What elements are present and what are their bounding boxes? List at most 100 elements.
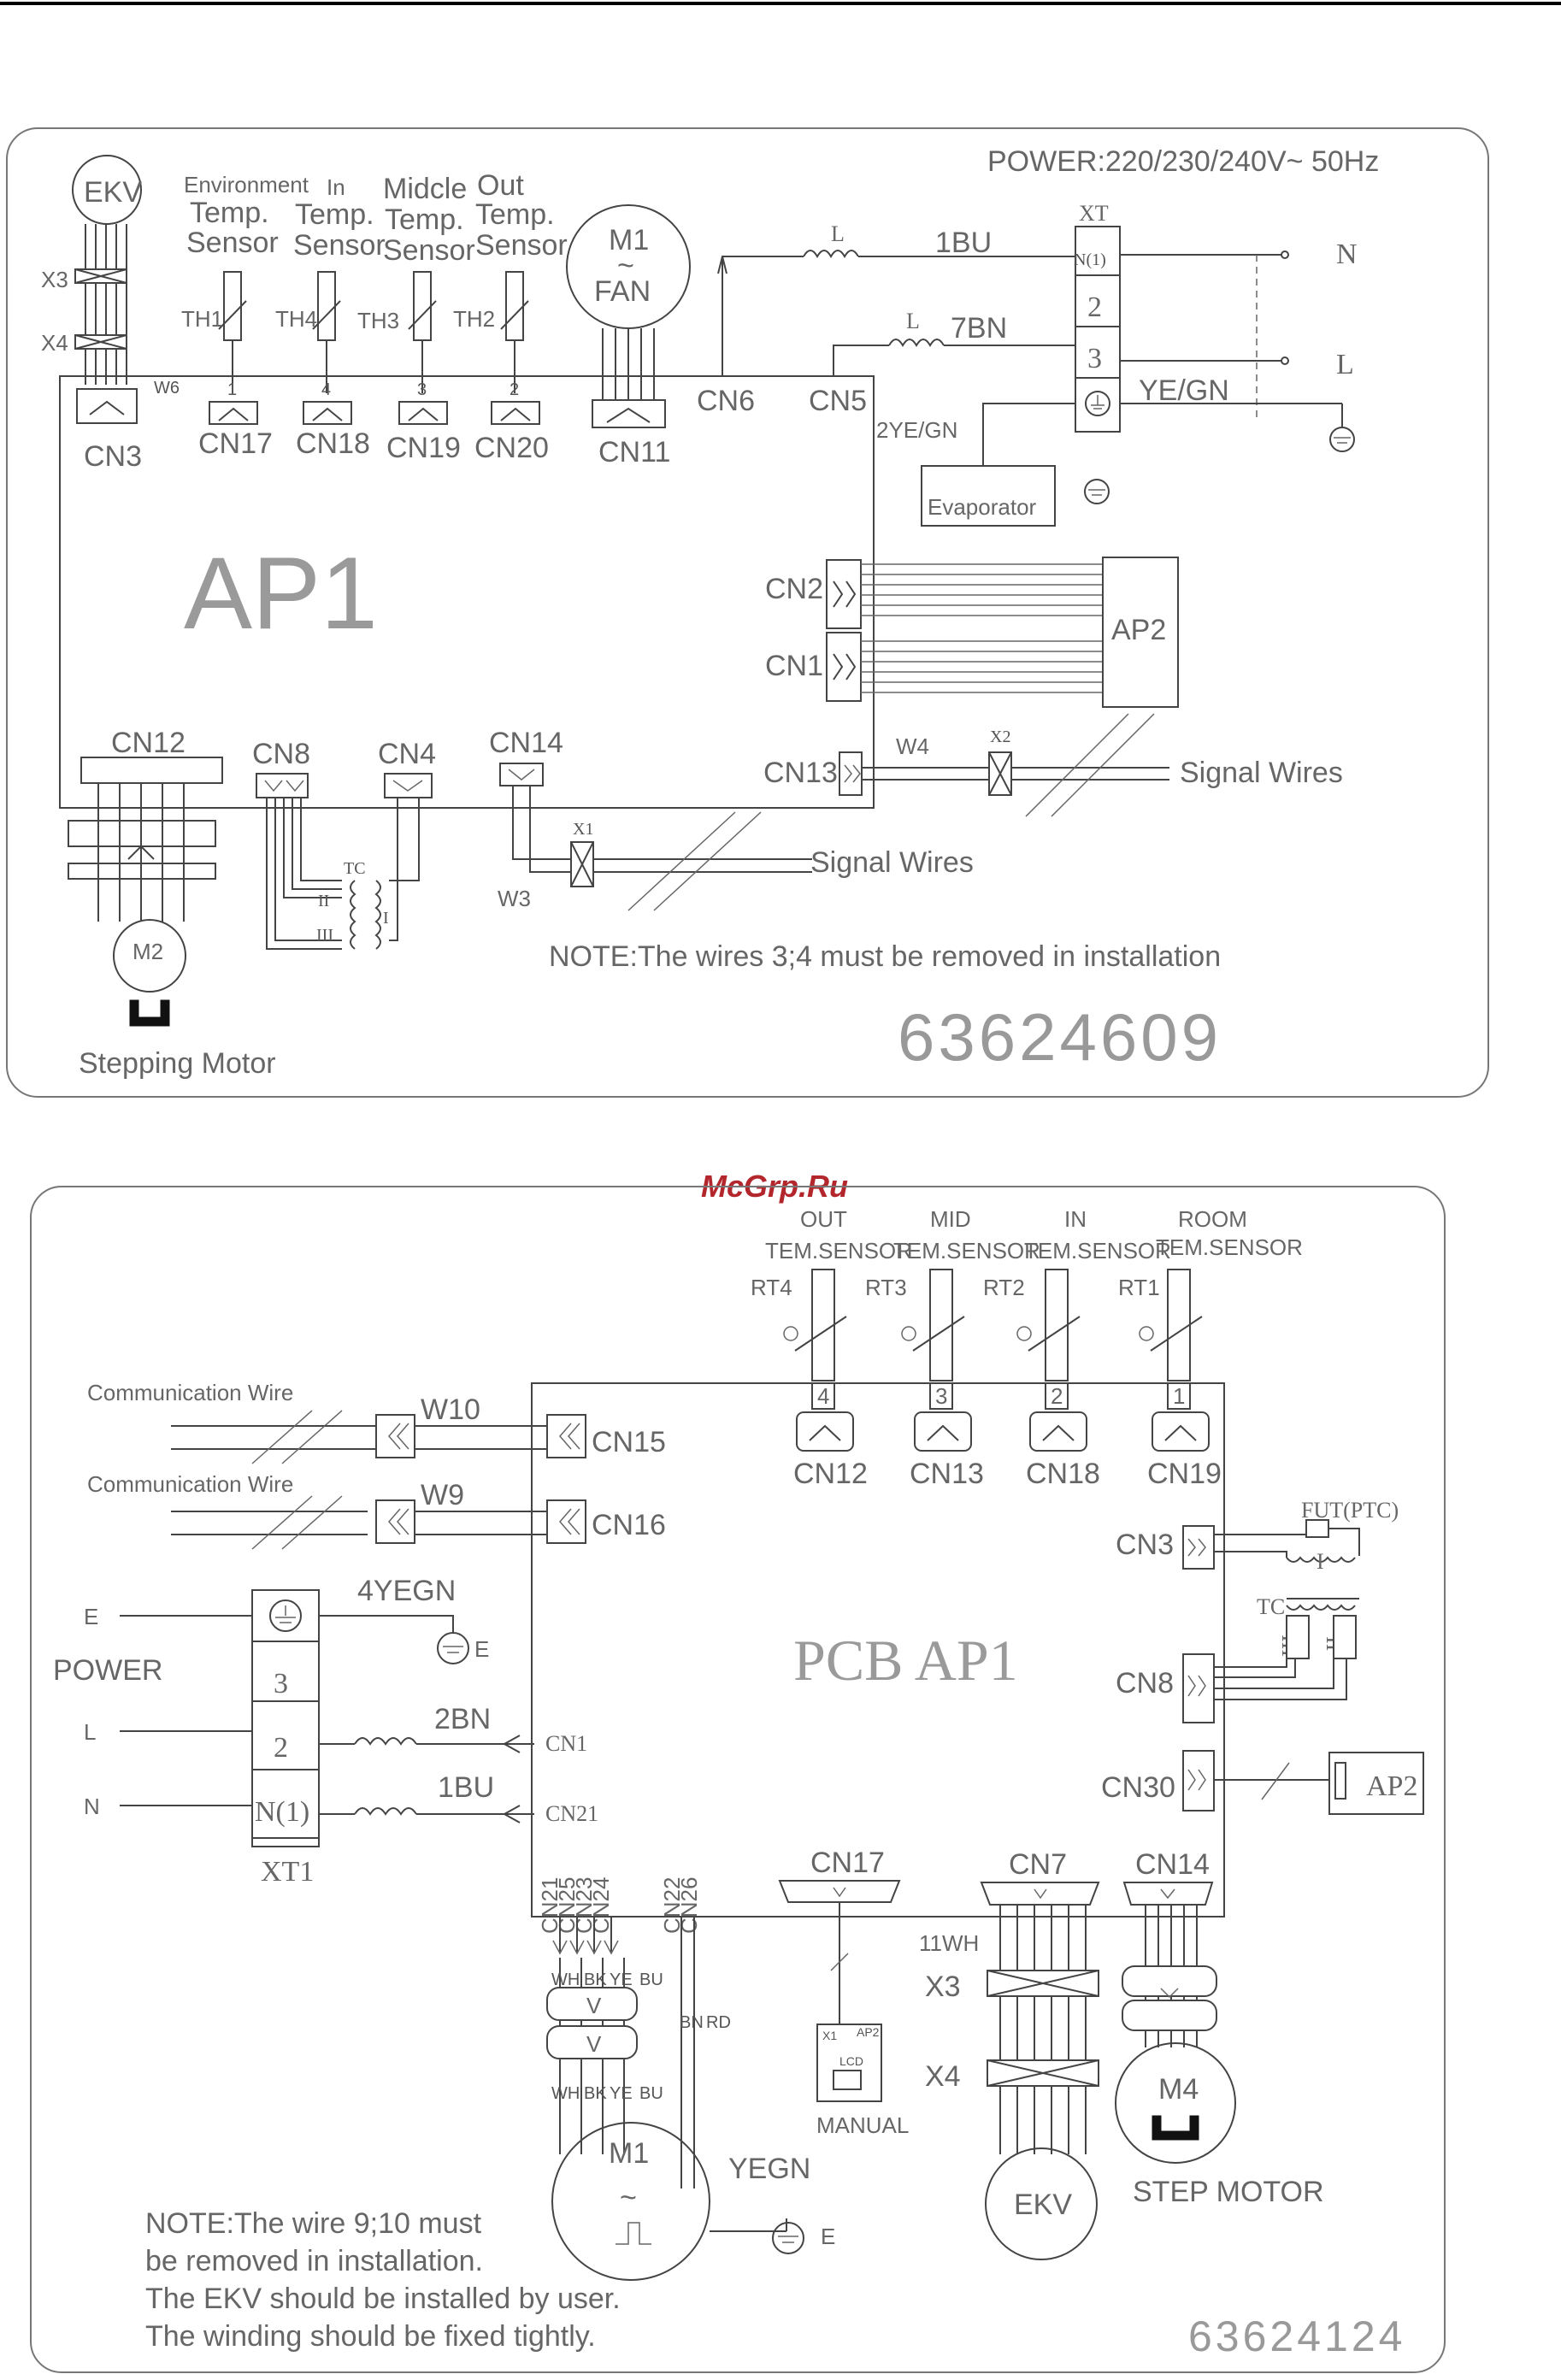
pcb-bottom-connectors: CN21 CN25 CN23 CN24 CN22 CN26 bbox=[537, 1877, 702, 1934]
th3-label: TH3 bbox=[357, 308, 399, 333]
color-bk-bottom: BK bbox=[584, 2084, 607, 2103]
wire-7bn-path bbox=[833, 345, 889, 376]
svg-text:Sensor: Sensor bbox=[383, 234, 475, 267]
d2-cn12-label: CN12 bbox=[793, 1458, 868, 1490]
fan-plug-bottom bbox=[546, 2025, 638, 2059]
step-motor-icon bbox=[1115, 2042, 1236, 2164]
svg-text:Temp.: Temp. bbox=[190, 197, 269, 229]
evaporator-label: Evaporator bbox=[928, 494, 1037, 520]
coil-l-2-label: L bbox=[906, 309, 920, 333]
stepping-motor-label: Stepping Motor bbox=[79, 1047, 276, 1080]
diagram-1-note: NOTE:The wires 3;4 must be removed in in… bbox=[549, 940, 1221, 973]
d2-yegn-label: YEGN bbox=[728, 2153, 810, 2185]
svg-text:Midcle: Midcle bbox=[383, 173, 467, 205]
cn3-label: CN3 bbox=[84, 440, 142, 473]
d2-cn13-label: CN13 bbox=[910, 1458, 984, 1490]
d2-wire-1bu-label: 1BU bbox=[438, 1771, 494, 1804]
ap2-bus-wires bbox=[861, 563, 1103, 693]
d2-fan-tilde: ~ bbox=[620, 2182, 637, 2214]
step-motor-base bbox=[1152, 2115, 1199, 2141]
step-motor-label: STEP MOTOR bbox=[1133, 2176, 1324, 2208]
d2-cn21-label: CN21 bbox=[545, 1801, 598, 1826]
line-l-label: L bbox=[1336, 349, 1354, 380]
plug-v-bottom: V bbox=[586, 2031, 602, 2057]
d2-power-label: POWER bbox=[53, 1654, 162, 1687]
w3-label: W3 bbox=[498, 886, 531, 911]
d2-note-line-2: be removed in installation. bbox=[145, 2245, 483, 2277]
wire-2bn-label: 2BN bbox=[434, 1703, 491, 1735]
transformer-coil-right bbox=[374, 880, 381, 950]
xt1-label: XT1 bbox=[261, 1856, 314, 1888]
cn19-label: CN19 bbox=[386, 432, 461, 464]
ekv-wire-bundle bbox=[999, 1905, 1087, 2154]
cn17-label: CN17 bbox=[198, 427, 273, 460]
tc-iii-label: III bbox=[316, 926, 333, 945]
cn3-connector bbox=[76, 388, 138, 424]
d2-cn8-connector bbox=[1182, 1653, 1215, 1723]
pin-3: 3 bbox=[417, 380, 427, 399]
stepping-motor-base bbox=[129, 999, 170, 1027]
color-rd: RD bbox=[706, 2013, 731, 2032]
ap1-label: AP1 bbox=[184, 536, 378, 651]
cn14-connector bbox=[499, 763, 544, 786]
coil-1bu bbox=[354, 1807, 417, 1816]
svg-text:Temp.: Temp. bbox=[475, 198, 555, 231]
d2-note-line-1: NOTE:The wire 9;10 must bbox=[145, 2207, 482, 2240]
cn15-label: CN15 bbox=[592, 1426, 666, 1458]
diagram-1-code: 63624609 bbox=[898, 999, 1222, 1075]
svg-text:ROOM: ROOM bbox=[1178, 1206, 1247, 1232]
stepping-motor-icon bbox=[113, 919, 186, 993]
svg-text:TEM.SENSOR: TEM.SENSOR bbox=[765, 1238, 912, 1264]
ekv-wires bbox=[85, 224, 127, 385]
wire-4yegn-ground-icon bbox=[437, 1632, 469, 1664]
fan-label: FAN bbox=[594, 275, 651, 308]
tc-ii-label: II bbox=[318, 892, 329, 910]
transformer-wires bbox=[266, 798, 420, 950]
fan-m1-label: M1 bbox=[609, 224, 649, 256]
cn2-label: CN2 bbox=[765, 573, 823, 605]
x3-label: X3 bbox=[41, 267, 68, 292]
d2-m1-label: M1 bbox=[609, 2137, 649, 2170]
cn13-label: CN13 bbox=[763, 757, 838, 789]
th1-label: TH1 bbox=[181, 306, 223, 332]
color-bu-top: BU bbox=[639, 1971, 663, 1989]
svg-text:RT4: RT4 bbox=[751, 1275, 792, 1300]
power-l-label: L bbox=[84, 1719, 96, 1745]
comm-wire-1-label: Communication Wire bbox=[87, 1380, 293, 1405]
d2-ap2-label: AP2 bbox=[1366, 1770, 1417, 1802]
coil-l-1 bbox=[803, 250, 859, 259]
wire-1bu-path bbox=[722, 256, 804, 376]
signal-wires-2-label: Signal Wires bbox=[810, 846, 974, 879]
diagram-1-frame bbox=[6, 127, 1489, 1098]
ap1-board bbox=[59, 375, 875, 809]
comm-wire-2 bbox=[171, 1495, 586, 1550]
cn8-connector bbox=[256, 773, 309, 798]
cn5-label: CN5 bbox=[809, 385, 867, 417]
d2-ekv-icon bbox=[985, 2147, 1098, 2260]
svg-text:CN24: CN24 bbox=[588, 1877, 614, 1934]
diagram-2-frame bbox=[30, 1186, 1446, 2373]
d2-fan-motor-icon bbox=[551, 2122, 710, 2281]
ap2-label: AP2 bbox=[1111, 614, 1166, 646]
svg-text:Temp.: Temp. bbox=[385, 203, 464, 236]
xt-terminal-block bbox=[1075, 226, 1121, 433]
d2-tc-label: TC bbox=[1257, 1594, 1285, 1619]
wire-1bu-label: 1BU bbox=[935, 227, 992, 259]
x2-label: X2 bbox=[990, 728, 1010, 746]
svg-text:RT2: RT2 bbox=[983, 1275, 1025, 1300]
w9-label: W9 bbox=[421, 1479, 464, 1511]
svg-text:CN23: CN23 bbox=[571, 1877, 597, 1934]
d2-cn8-label: CN8 bbox=[1116, 1667, 1174, 1700]
x4-label: X4 bbox=[41, 330, 68, 356]
diagram-2-sensor-connectors bbox=[796, 1411, 1210, 1452]
pin-rt4: 4 bbox=[817, 1383, 829, 1409]
comm-wire-1 bbox=[171, 1410, 586, 1464]
cn12-label: CN12 bbox=[111, 727, 186, 759]
cn4-label: CN4 bbox=[378, 738, 436, 770]
power-e-label: E bbox=[84, 1604, 98, 1629]
line-n-label: N bbox=[1336, 239, 1358, 270]
cn13-connector bbox=[839, 751, 863, 796]
d2-cn14-connector bbox=[1122, 1882, 1214, 1906]
evaporator-box bbox=[921, 465, 1056, 527]
ap2-board bbox=[1102, 557, 1179, 708]
